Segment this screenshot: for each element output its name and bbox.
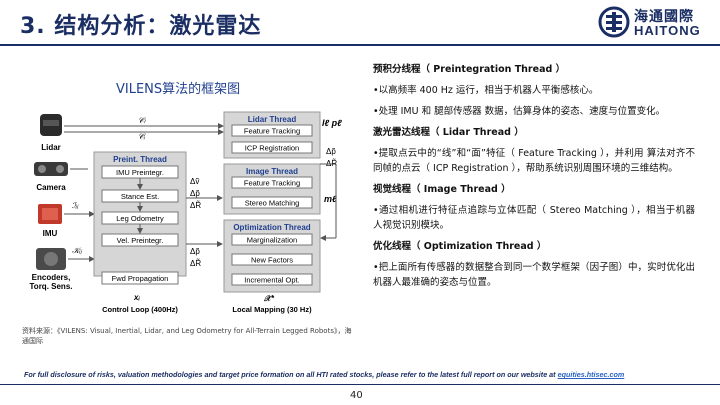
- math-l-p: lℓ pℓ: [322, 118, 342, 128]
- preint-section-body-1: •以高频率 400 Hz 运行，相当于机器人平衡感核心。: [373, 83, 695, 98]
- opt-step-marginalization: Marginalization: [247, 236, 297, 245]
- lidar-step-icp: ICP Registration: [245, 144, 299, 153]
- image-section-body: •通过相机进行特征点追踪与立体匹配（ Stereo Matching ），相当于…: [373, 203, 695, 233]
- math-dr-2: ΔR̃: [190, 259, 201, 268]
- preint-step-leg-odometry: Leg Odometry: [116, 214, 164, 223]
- math-dv: Δṽ: [190, 177, 199, 186]
- slide-title: 3. 结构分析：激光雷达: [20, 8, 261, 40]
- camera-label: Camera: [36, 183, 66, 192]
- imu-label: IMU: [43, 229, 58, 238]
- logo-english-name: HAITONG: [634, 23, 701, 38]
- lidar-step-feature-tracking: Feature Tracking: [244, 127, 300, 136]
- preint-section-body-2: •处理 IMU 和 腿部传感器 数据，估算身体的姿态、速度与位置变化。: [373, 104, 695, 119]
- page-number: 40: [350, 390, 363, 401]
- math-i-ij: ℐᵢⱼ: [72, 201, 79, 210]
- opt-section-title: 优化线程（ Optimization Thread ）: [373, 239, 695, 254]
- lidar-section-title: 激光雷达线程（ Lidar Thread ）: [373, 125, 695, 140]
- math-dp-2: Δp̃: [190, 247, 200, 256]
- website-link[interactable]: equities.htisec.com: [558, 370, 625, 379]
- opt-section-body: •把上面所有传感器的数据整合到同一个数学框架（因子图）中，实时优化出机器人最准确…: [373, 260, 695, 290]
- local-mapping-label: Local Mapping (30 Hz): [232, 305, 312, 314]
- figure-caption: VILENS算法的框架图: [116, 78, 240, 97]
- source-note: 资料来源：《VILENS: Visual, Inertial, Lidar, a…: [22, 326, 352, 346]
- fwd-propagation-label: Fwd Propagation: [112, 274, 169, 283]
- description-panel: 预积分线程（ Preintegration Thread ） •以高频率 400…: [373, 62, 695, 296]
- image-step-feature-tracking: Feature Tracking: [244, 179, 300, 188]
- math-dp-3: Δp̃: [326, 147, 336, 156]
- preint-step-imu: IMU Preintegr.: [116, 168, 164, 177]
- torque-sensor-label: Torq. Sens.: [30, 282, 73, 291]
- company-logo: 海通國際 HAITONG: [598, 6, 710, 38]
- lidar-sensor: Lidar: [40, 114, 62, 152]
- opt-step-incremental: Incremental Opt.: [244, 276, 299, 285]
- preint-step-vel: Vel. Preintegr.: [117, 236, 164, 245]
- optimization-thread-title: Optimization Thread: [233, 223, 310, 232]
- encoders-label: Encoders,: [32, 273, 71, 282]
- imu-sensor: IMU: [38, 204, 62, 238]
- preint-thread-title: Preint. Thread: [113, 155, 167, 164]
- disclosure-footer: For full disclosure of risks, valuation …: [24, 370, 624, 379]
- control-loop-label: Control Loop (400Hz): [102, 305, 178, 314]
- preint-section-title: 预积分线程（ Preintegration Thread ）: [373, 62, 695, 77]
- logo-globe-icon: [598, 6, 630, 38]
- math-m: mℓ: [324, 194, 337, 204]
- math-x-i: xᵢ: [133, 293, 140, 302]
- lidar-section-body: •提取点云中的“线”和“面”特征（ Feature Tracking ），并利用…: [373, 146, 695, 176]
- image-section-title: 视觉线程（ Image Thread ）: [373, 182, 695, 197]
- math-dp-1: Δp̃: [190, 189, 200, 198]
- lidar-thread-title: Lidar Thread: [248, 115, 297, 124]
- math-c-i: 𝒞ᵢ: [138, 132, 146, 141]
- opt-step-new-factors: New Factors: [251, 256, 293, 265]
- lidar-label: Lidar: [41, 143, 61, 152]
- camera-sensor: Camera: [34, 162, 68, 192]
- vilens-framework-diagram: Lidar Camera IMU Encoders, Torq. Sens. 𝒞…: [18, 104, 358, 322]
- math-k-ij: 𝒦ᵢⱼ: [72, 246, 82, 255]
- header-rule: [0, 44, 720, 46]
- math-x-star: 𝒳*: [263, 294, 275, 303]
- image-step-stereo-matching: Stereo Matching: [245, 199, 300, 208]
- footer-rule: [0, 384, 720, 385]
- math-c-l: 𝒞ₗ: [138, 116, 146, 125]
- encoders-sensor: Encoders, Torq. Sens.: [30, 248, 73, 291]
- math-dr-1: ΔR̃: [190, 201, 201, 210]
- image-thread-title: Image Thread: [246, 167, 298, 176]
- disclosure-text: For full disclosure of risks, valuation …: [24, 370, 558, 379]
- preint-step-stance: Stance Est.: [121, 192, 159, 201]
